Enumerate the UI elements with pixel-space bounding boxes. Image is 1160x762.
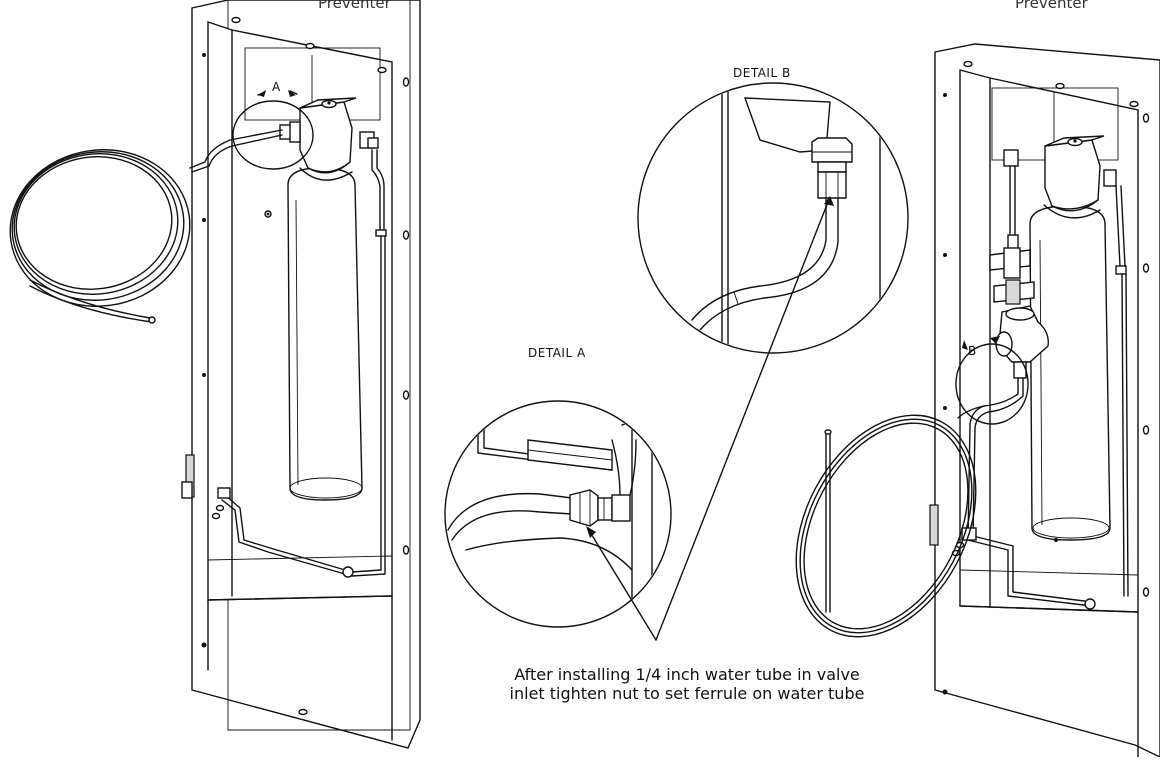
- left-detail-a-marker: [232, 90, 314, 170]
- left-top-label: Preventer: [318, 0, 391, 12]
- right-detail-b-marker: [955, 336, 1029, 425]
- detail-a-marker-label: A: [272, 80, 281, 94]
- left-tube-coil: [9, 129, 283, 324]
- right-filter-cartridge: [1029, 135, 1111, 542]
- detail-b-title: DETAIL B: [733, 66, 791, 80]
- right-top-label: Preventer: [1015, 0, 1088, 12]
- right-backflow-preventer: [929, 149, 1129, 610]
- left-filter-cartridge: [287, 97, 363, 501]
- detail-b-marker-label: B: [968, 344, 977, 358]
- right-tube-coil: [795, 405, 985, 638]
- callout-line-1: After installing 1/4 inch water tube in …: [514, 665, 860, 684]
- detail-a-magnified-view: [444, 400, 672, 641]
- detail-a-title: DETAIL A: [528, 346, 586, 360]
- installation-callout: After installing 1/4 inch water tube in …: [452, 665, 922, 703]
- left-fittings-and-tubing: [181, 121, 387, 578]
- callout-line-2: inlet tighten nut to set ferrule on wate…: [509, 684, 865, 703]
- detail-b-magnified-view: [637, 82, 909, 641]
